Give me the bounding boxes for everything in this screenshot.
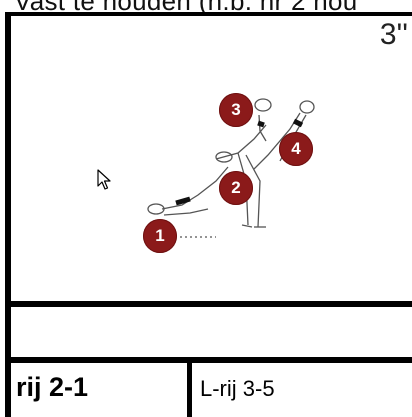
mouse-cursor-icon bbox=[97, 169, 111, 190]
row-value: L-rij 3-5 bbox=[200, 376, 275, 401]
row-label: rij 2-1 bbox=[16, 372, 89, 402]
divider-line-2 bbox=[5, 357, 412, 363]
position-marker-4: 4 bbox=[279, 132, 313, 166]
frame-left-border bbox=[5, 14, 11, 417]
time-label: 3'' bbox=[379, 18, 408, 51]
frame-top-border bbox=[5, 12, 412, 16]
position-marker-2: 2 bbox=[219, 171, 253, 205]
position-marker-3: 3 bbox=[219, 93, 253, 127]
position-marker-1: 1 bbox=[143, 219, 177, 253]
table-column-divider bbox=[187, 363, 192, 417]
divider-line-1 bbox=[5, 301, 412, 307]
